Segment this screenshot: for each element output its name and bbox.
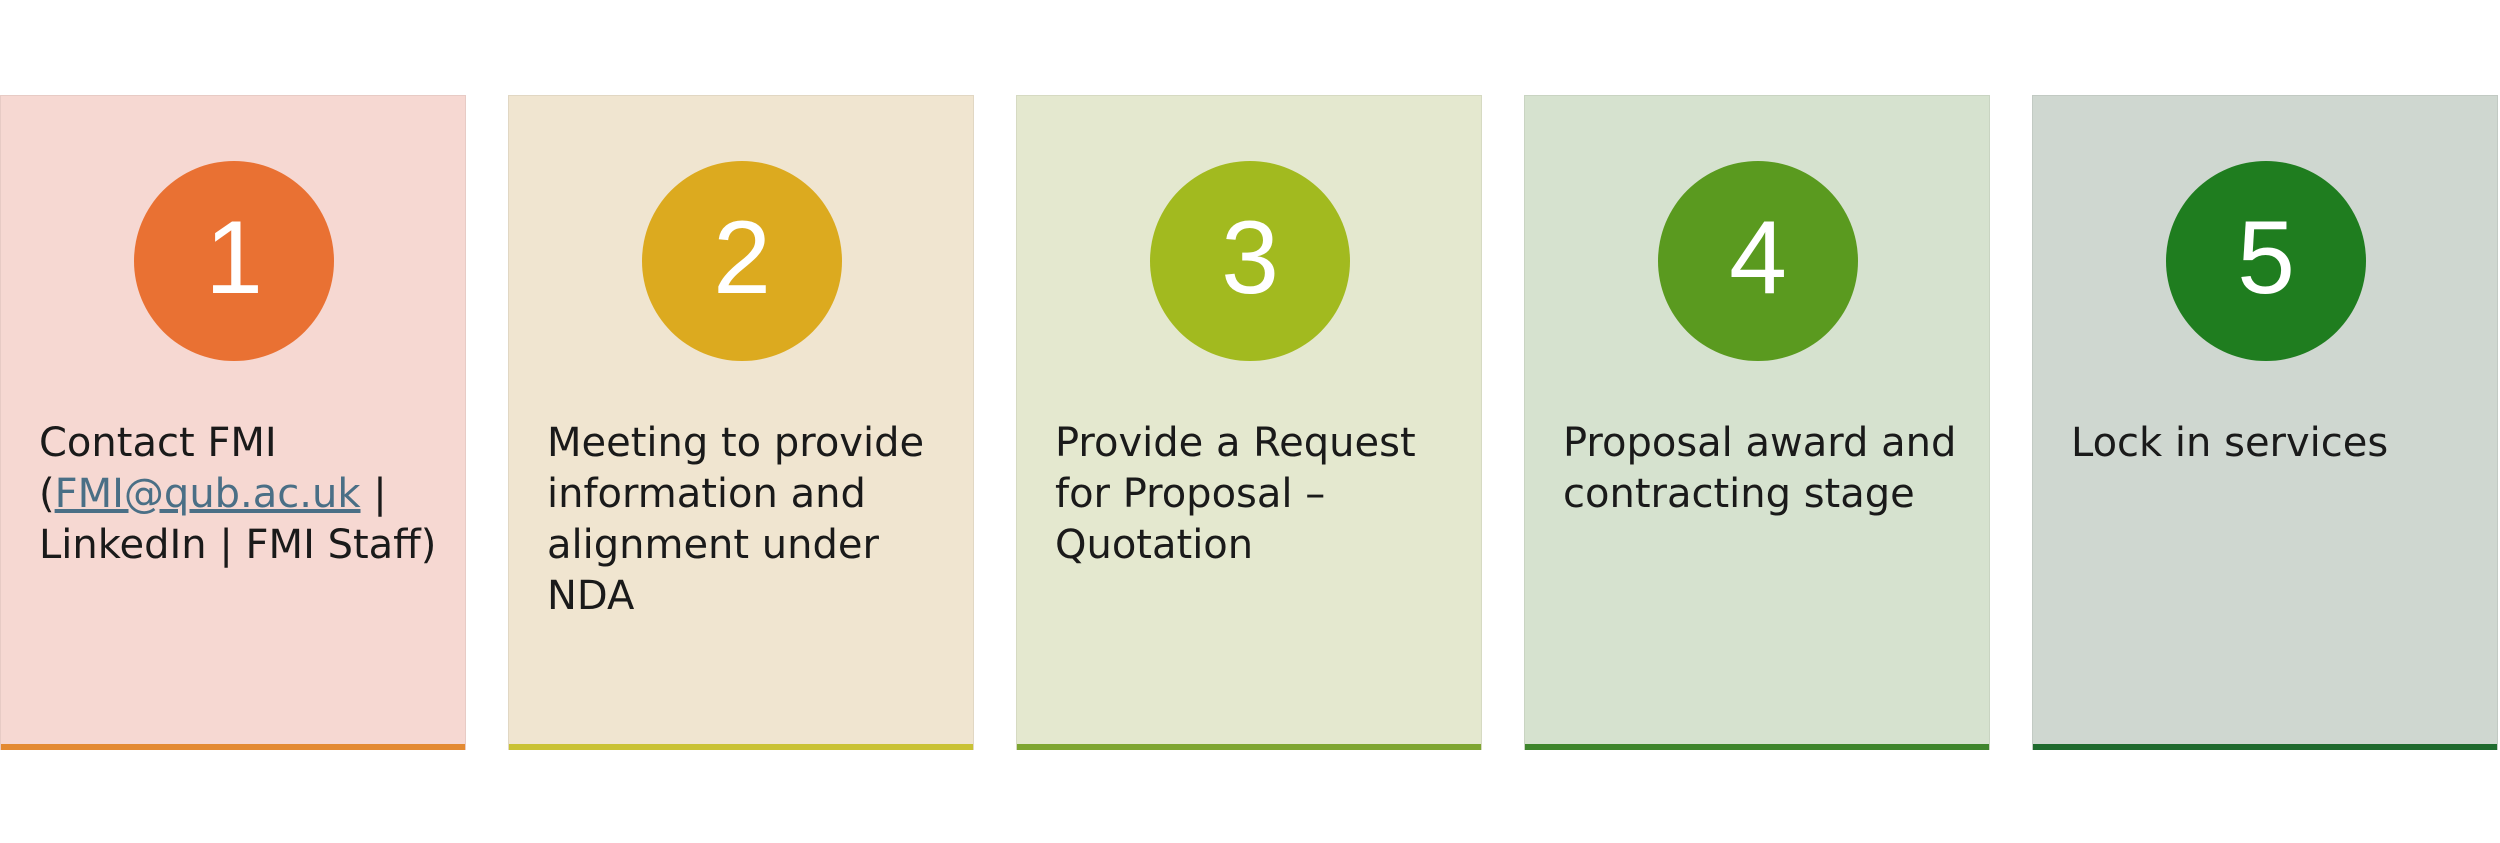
step-1-number-circle: 1 <box>134 161 334 361</box>
step-1-text-suffix: | LinkedIn | FMI Staff) <box>39 471 437 568</box>
step-1-description: Contact FMI (FMI@qub.ac.uk | LinkedIn | … <box>39 418 439 571</box>
step-1-number: 1 <box>205 200 263 316</box>
step-5-description: Lock in services <box>2071 420 2389 466</box>
step-3-bottom-bar <box>1017 744 1481 750</box>
step-2-number-circle: 2 <box>642 161 842 361</box>
step-1-panel: 1 Contact FMI (FMI@qub.ac.uk | LinkedIn … <box>0 95 466 750</box>
step-4-number-circle: 4 <box>1658 161 1858 361</box>
step-1-bottom-bar <box>1 744 465 750</box>
step-4-bottom-bar <box>1525 744 1989 750</box>
step-5-panel: 5 Lock in services <box>2032 95 2498 750</box>
step-5-bottom-bar <box>2033 744 2497 750</box>
step-4-description: Proposal award and contracting stage <box>1563 420 1957 517</box>
step-3-number-circle: 3 <box>1150 161 1350 361</box>
step-2-number: 2 <box>713 200 771 316</box>
step-1-text-prefix: Contact FMI ( <box>39 420 277 517</box>
step-2-panel: 2 Meeting to provide information and ali… <box>508 95 974 750</box>
step-2-description: Meeting to provide information and align… <box>547 420 925 619</box>
process-steps: 1 Contact FMI (FMI@qub.ac.uk | LinkedIn … <box>0 95 2500 750</box>
step-3-number: 3 <box>1221 200 1279 316</box>
step-3-description: Provide a Request for Proposal – Quotati… <box>1055 420 1416 568</box>
step-5-number: 5 <box>2237 200 2295 316</box>
step-2-bottom-bar <box>509 744 973 750</box>
step-3-panel: 3 Provide a Request for Proposal – Quota… <box>1016 95 1482 750</box>
step-4-panel: 4 Proposal award and contracting stage <box>1524 95 1990 750</box>
step-4-number: 4 <box>1729 200 1787 316</box>
step-5-number-circle: 5 <box>2166 161 2366 361</box>
fmi-email-link[interactable]: FMI@qub.ac.uk <box>54 471 361 517</box>
